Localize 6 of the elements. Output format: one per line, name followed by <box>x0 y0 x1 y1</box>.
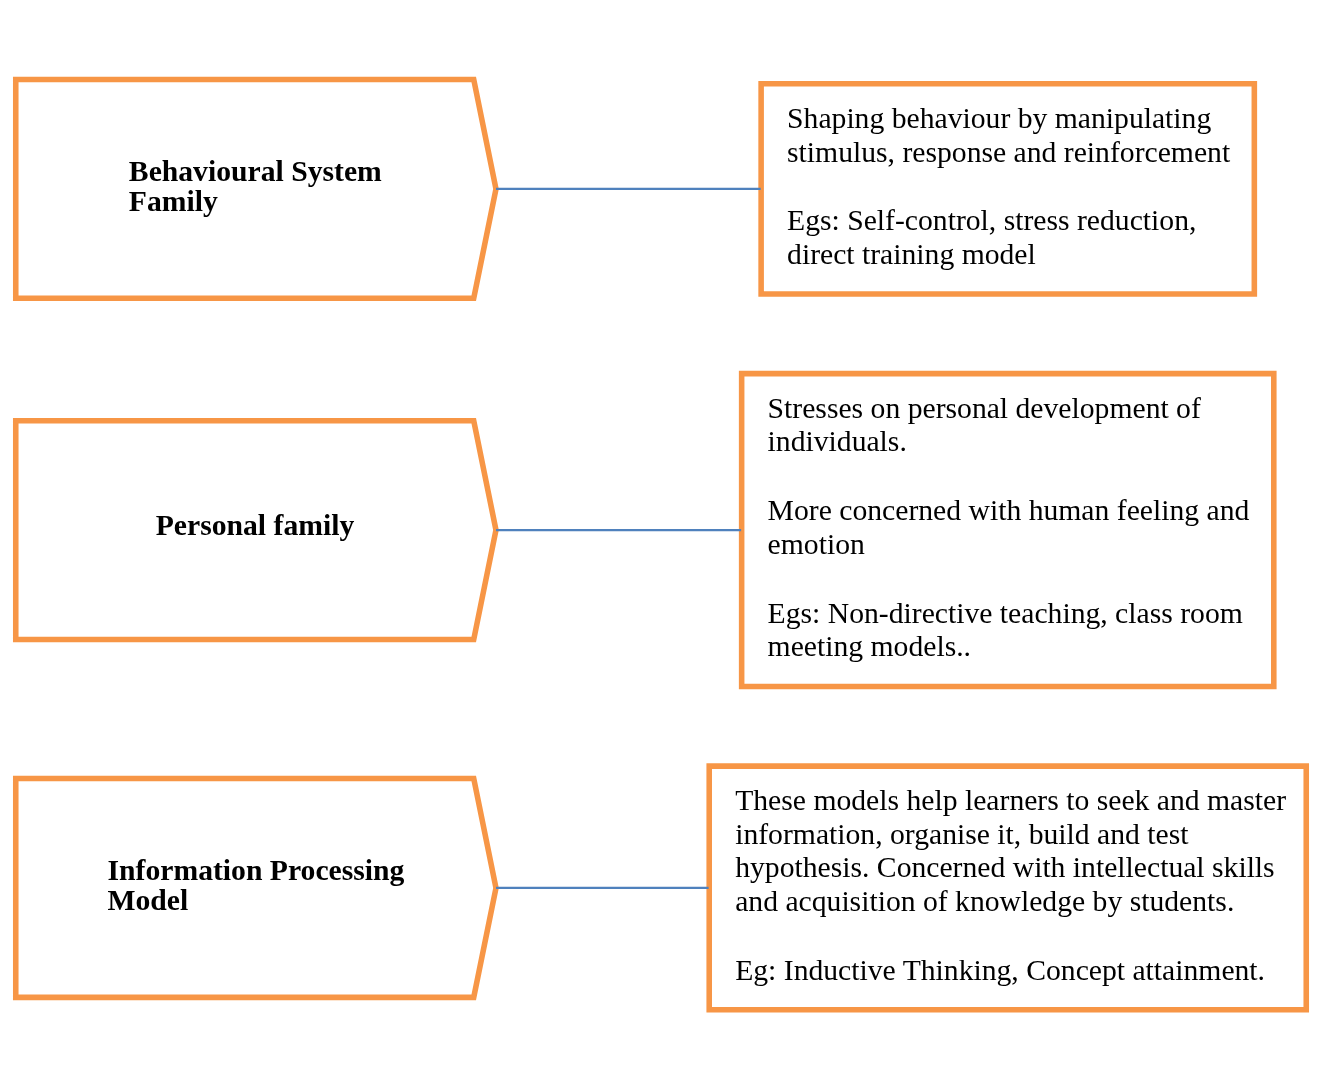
connector <box>496 886 709 890</box>
node-box: These models help learners to seek and master information, organise it, build and test hypothesis. Concerned with intellectual skills and acquisition of knowledge by students. Eg: Inductive Thinking, Concept attainment. <box>706 763 1309 1013</box>
connector <box>496 187 761 191</box>
node-box: Stresses on personal development of individuals. More concerned with human feeling and emotion Egs: Non-directive teaching, class room meeting models.. <box>738 370 1277 690</box>
node-box: Shaping behaviour by manipulating stimulus, response and reinforcement Egs: Self-control, stress reduction, direct training model <box>758 81 1258 297</box>
connector <box>496 529 742 532</box>
